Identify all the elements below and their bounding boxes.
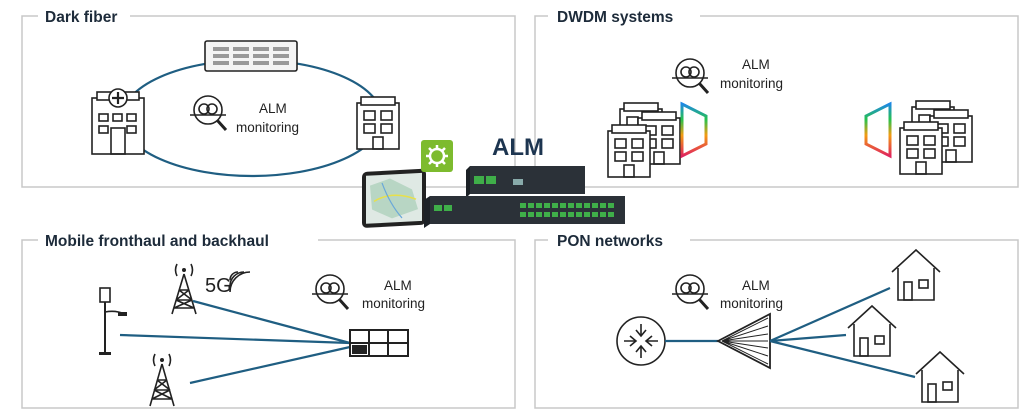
- house-icon: [847, 305, 897, 357]
- datacenter-icon: [204, 40, 298, 72]
- link-line: [192, 299, 351, 345]
- link-line: [119, 333, 351, 345]
- power-splitter-icon: [716, 312, 771, 370]
- building-cluster-left: [607, 102, 681, 178]
- panel-icon: [349, 329, 409, 357]
- signal-waves-icon: [229, 271, 251, 293]
- panel-mobile: [21, 239, 516, 409]
- mobile-title: Mobile fronthaul and backhaul: [45, 233, 269, 250]
- panel-dark-fiber: [21, 15, 516, 188]
- cell-tower-icon: [149, 353, 175, 407]
- optical-monitor-icon: [670, 273, 710, 311]
- alm-center-label: ALM: [492, 134, 544, 161]
- tablet-map-icon: [362, 168, 426, 228]
- street-light-icon: [99, 287, 127, 355]
- pon-title: PON networks: [557, 233, 663, 250]
- panel-pon: [534, 239, 1019, 409]
- hospital-icon: [91, 88, 145, 155]
- dark-fiber-alm-label: ALM: [259, 101, 287, 116]
- building-cluster-right: [899, 100, 973, 175]
- dark-fiber-monitoring-label: monitoring: [236, 120, 299, 135]
- office-icon: [356, 96, 400, 150]
- 5g-label: 5G: [205, 275, 232, 297]
- fiber-ring: [120, 58, 384, 178]
- panel-dwdm: [534, 15, 1019, 188]
- splitter-prism-icon: [864, 101, 892, 159]
- dwdm-monitoring-label: monitoring: [720, 76, 783, 91]
- cell-tower-icon: [171, 263, 197, 315]
- mobile-monitoring-label: monitoring: [362, 296, 425, 311]
- dwdm-title: DWDM systems: [557, 9, 673, 26]
- house-icon: [891, 249, 941, 301]
- house-icon: [915, 351, 965, 403]
- splitter-prism-icon: [680, 101, 708, 159]
- dark-fiber-title: Dark fiber: [45, 9, 117, 26]
- mobile-alm-label: ALM: [384, 278, 412, 293]
- link-line: [769, 333, 847, 343]
- pon-alm-label: ALM: [742, 278, 770, 293]
- router-icon: [616, 316, 666, 366]
- optical-monitor-icon: [670, 57, 710, 95]
- link-line: [769, 286, 891, 343]
- pon-monitoring-label: monitoring: [720, 296, 783, 311]
- gear-icon: [421, 140, 453, 172]
- link-line: [189, 345, 351, 385]
- optical-monitor-icon: [188, 94, 228, 132]
- link-line: [769, 339, 916, 379]
- dwdm-alm-label: ALM: [742, 57, 770, 72]
- optical-monitor-icon: [310, 273, 350, 311]
- alm-device-icon: [424, 166, 625, 228]
